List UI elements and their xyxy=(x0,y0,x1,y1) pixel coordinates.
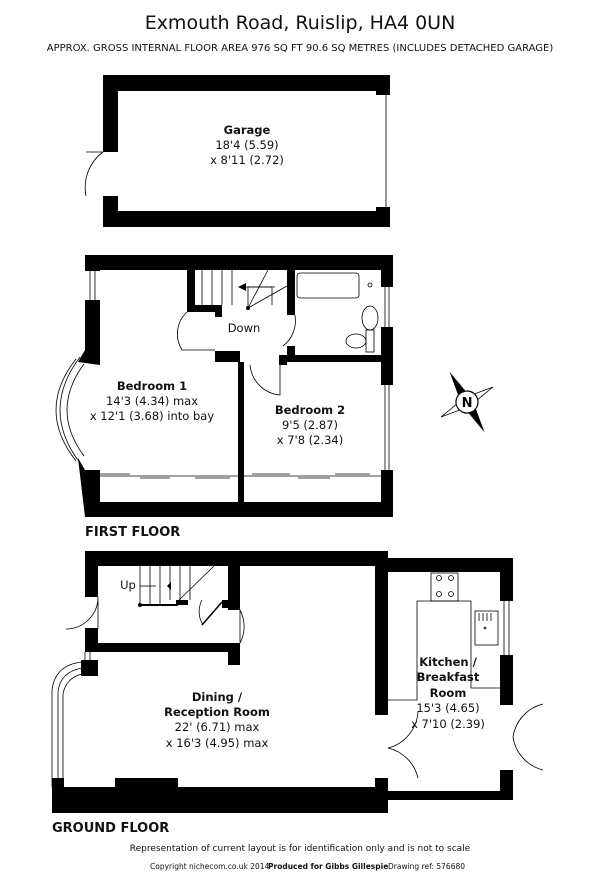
garage-plan: Garage 18'4 (5.59) x 8'11 (2.72) xyxy=(84,75,390,227)
kitchen-label-1: Kitchen / xyxy=(419,655,477,669)
north-compass-icon: N xyxy=(440,371,494,433)
dining-dim1: 22' (6.71) max xyxy=(175,720,260,734)
garage-dim2: x 8'11 (2.72) xyxy=(210,153,284,167)
drawing-ref: Drawing ref: 576680 xyxy=(388,862,465,871)
stairs-arrow-icon xyxy=(238,283,246,291)
bedroom2-label: Bedroom 2 xyxy=(275,403,345,417)
kitchen-dim2: x 7'10 (2.39) xyxy=(411,717,485,731)
ground-floor-plan: Up Dining / Reception Room 22' (6.71) ma… xyxy=(51,551,544,836)
sink xyxy=(474,610,499,646)
bedroom1-label: Bedroom 1 xyxy=(117,379,187,393)
dining-label-1: Dining / xyxy=(192,690,243,704)
bathtub xyxy=(296,272,360,299)
first-floor-stairs-label: Down xyxy=(228,321,261,335)
stairs-arrow-icon xyxy=(167,582,171,590)
copyright: Copyright nichecom.co.uk 2014 xyxy=(150,862,270,871)
produced-for: Produced for Gibbs Gillespie xyxy=(268,862,388,871)
kitchen-rear-doors xyxy=(512,703,544,771)
garage-door xyxy=(84,151,104,197)
kitchen-dim1: 15'3 (4.65) xyxy=(416,701,479,715)
first-floor-label: FIRST FLOOR xyxy=(85,525,180,540)
first-floor-plan: Down Bedroom 1 14'3 (4.34) max x 12'1 (3… xyxy=(55,255,393,540)
toilet xyxy=(345,333,367,349)
hob xyxy=(430,572,459,602)
kitchen-label-3: Room xyxy=(430,686,467,700)
floor-area-subtitle: APPROX. GROSS INTERNAL FLOOR AREA 976 SQ… xyxy=(47,43,554,54)
bedroom2-dim1: 9'5 (2.87) xyxy=(282,418,338,432)
basin xyxy=(361,305,379,331)
bedroom1-dim2: x 12'1 (3.68) into bay xyxy=(90,409,214,423)
ground-floor-stairs-label: Up xyxy=(120,578,136,592)
disclaimer: Representation of current layout is for … xyxy=(130,844,471,854)
plan-title: Exmouth Road, Ruislip, HA4 0UN xyxy=(145,12,456,34)
dining-dim2: x 16'3 (4.95) max xyxy=(166,736,269,750)
kitchen-french-doors xyxy=(387,710,419,779)
ground-floor-label: GROUND FLOOR xyxy=(52,821,169,836)
kitchen-label-2: Breakfast xyxy=(417,670,480,684)
bedroom1-dim1: 14'3 (4.34) max xyxy=(106,394,198,408)
garage-label: Garage xyxy=(224,123,271,137)
garage-dim1: 18'4 (5.59) xyxy=(215,138,278,152)
bedroom2-dim2: x 7'8 (2.34) xyxy=(277,433,344,447)
dining-label-2: Reception Room xyxy=(164,705,270,719)
compass-north-label: N xyxy=(462,396,473,411)
